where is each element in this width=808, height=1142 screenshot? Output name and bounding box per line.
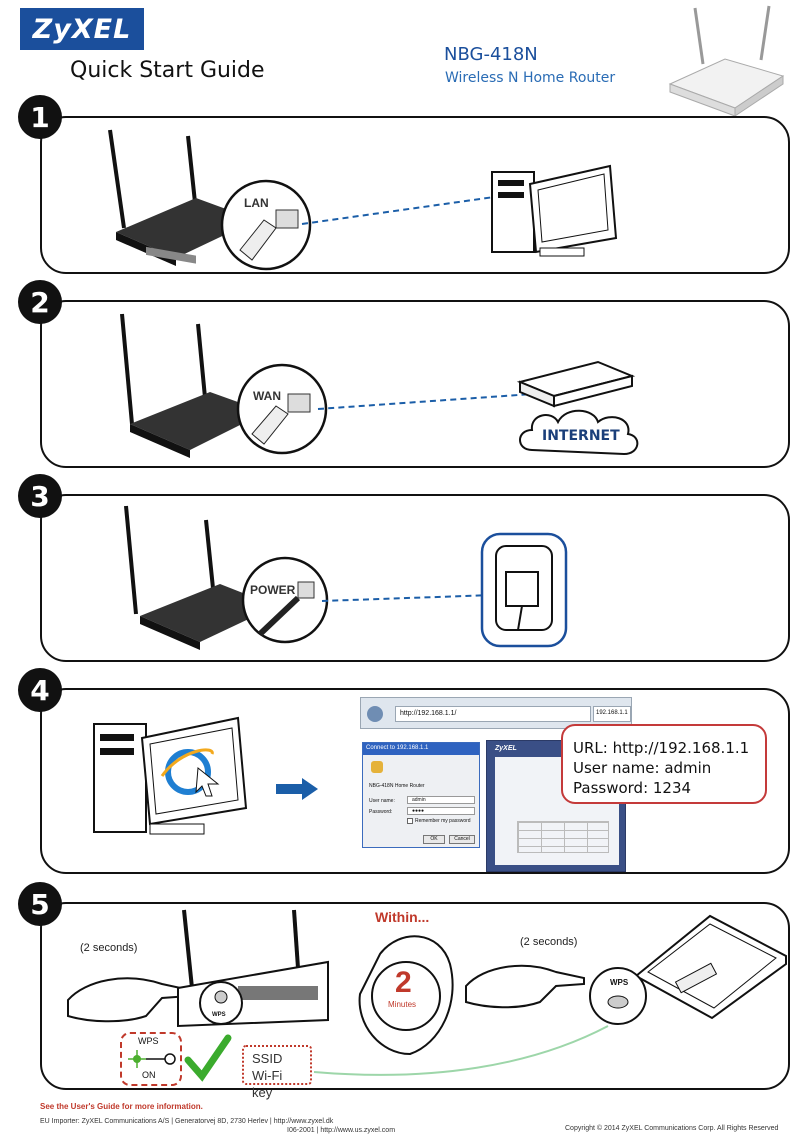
wifi-key-line: Wi-Fi key	[252, 1068, 283, 1100]
login-user-line: User name: admin	[573, 759, 712, 777]
router-wps-button-callout	[199, 981, 243, 1025]
see-users-guide: See the User's Guide for more informatio…	[40, 1102, 203, 1111]
login-url-line: URL: http://192.168.1.1	[573, 739, 750, 757]
router-wps-label: WPS	[212, 1012, 226, 1018]
user-name-input[interactable]: admin	[407, 796, 475, 804]
password-label: Password:	[369, 809, 393, 815]
left-seconds-label: (2 seconds)	[80, 942, 138, 954]
router-photo-icon	[668, 5, 785, 117]
step-5-number: 5	[18, 882, 62, 926]
dialog-title-bar: Connect to 192.168.1.1	[363, 743, 479, 755]
power-port-callout	[241, 556, 329, 644]
model-name: NBG-418N	[444, 44, 538, 65]
password-input[interactable]: ●●●●	[407, 807, 475, 815]
desktop-computer-icon	[491, 164, 618, 257]
login-password-line: Password: 1234	[573, 779, 692, 797]
right-seconds-label: (2 seconds)	[520, 936, 578, 948]
power-outlet-icon	[480, 532, 568, 648]
us-site-line: I06-2001 | http://www.us.zyxel.com	[287, 1127, 396, 1134]
user-name-label: User name:	[369, 798, 395, 804]
guide-title: Quick Start Guide	[70, 58, 265, 83]
step-1-number: 1	[18, 95, 62, 139]
timer-unit: Minutes	[388, 1000, 417, 1009]
laptop-wps-label: WPS	[610, 978, 629, 987]
browser-tab: 192.168.1.1	[593, 706, 631, 722]
led-bottom-label: ON	[142, 1070, 156, 1080]
zyxel-logo: ZyXEL	[20, 8, 144, 50]
internet-label: INTERNET	[542, 428, 620, 444]
step-3-number: 3	[18, 474, 62, 518]
step-4-number: 4	[18, 668, 62, 712]
timer-value: 2	[395, 966, 412, 999]
arrow-right-icon	[276, 778, 318, 800]
ssid-wifi-key-box: SSID Wi-Fi key	[242, 1045, 312, 1100]
login-info-callout: URL: http://192.168.1.1 User name: admin…	[561, 724, 767, 804]
login-dialog: Connect to 192.168.1.1 NBG-418N Home Rou…	[362, 742, 480, 848]
eu-importer-line: EU Importer: ZyXEL Communications A/S | …	[40, 1118, 334, 1125]
wps-led-icon	[128, 1050, 176, 1068]
led-top-label: WPS	[138, 1036, 159, 1046]
cancel-button[interactable]: Cancel	[449, 835, 475, 844]
power-label: POWER	[250, 583, 296, 597]
browser-address-bar: http://192.168.1.1/	[395, 706, 591, 722]
wireless-link-line	[313, 1025, 609, 1076]
router-icon	[108, 129, 256, 266]
step-2-number: 2	[18, 280, 62, 324]
lan-label: LAN	[244, 196, 269, 210]
remember-label: Remember my password	[415, 818, 471, 824]
product-subtitle: Wireless N Home Router	[445, 70, 616, 86]
laptop-wps-button-callout	[589, 967, 647, 1025]
remember-checkbox[interactable]	[407, 818, 413, 824]
wps-led-box: WPS ON	[120, 1032, 182, 1086]
lan-port-callout	[220, 179, 312, 271]
laptop-icon	[634, 914, 787, 1020]
within-label: Within...	[375, 909, 430, 925]
wan-port-callout	[236, 363, 328, 455]
dialog-key-icon	[371, 761, 383, 773]
checkmark-icon	[184, 1034, 232, 1082]
wan-label: WAN	[253, 389, 281, 403]
web-page-logo: ZyXEL	[495, 745, 517, 752]
browser-url: http://192.168.1.1/	[400, 710, 457, 717]
router-web-page: ZyXEL	[486, 740, 626, 872]
copyright-line: Copyright © 2014 ZyXEL Communications Co…	[565, 1125, 779, 1132]
language-grid	[517, 821, 609, 853]
browser-screenshot: http://192.168.1.1/ 192.168.1.1	[360, 697, 632, 729]
ok-button[interactable]: OK	[423, 835, 445, 844]
modem-icon	[516, 360, 636, 408]
hand-pressing-icon	[465, 964, 585, 1009]
browser-back-icon	[367, 706, 383, 722]
dialog-realm: NBG-418N Home Router	[369, 783, 425, 789]
hand-pressing-icon	[67, 977, 191, 1023]
router-icon	[120, 313, 266, 458]
ssid-line: SSID	[252, 1051, 283, 1066]
cloud-icon	[519, 409, 639, 456]
computer-ie-icon	[93, 716, 248, 835]
timer-hand-icon	[358, 935, 454, 1056]
